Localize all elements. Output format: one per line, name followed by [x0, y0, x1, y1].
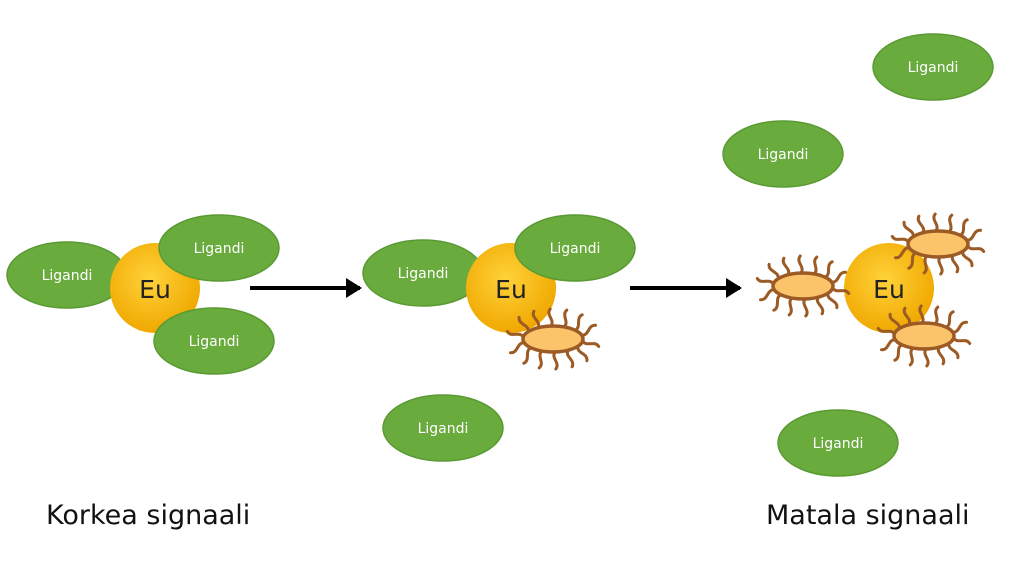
flagellum — [537, 349, 544, 370]
flagellum — [880, 338, 897, 352]
bacterium-icon — [505, 307, 601, 371]
arrow-head-icon — [346, 278, 362, 298]
arrow-head-icon — [726, 278, 742, 298]
caption-high-signal: Korkea signaali — [46, 500, 251, 531]
flagellum — [830, 270, 847, 284]
ligand-label: Ligandi — [189, 334, 240, 350]
bacterium-icon — [876, 304, 972, 368]
flagellum — [547, 307, 554, 328]
flagellum — [767, 262, 780, 281]
bacterium-body — [771, 271, 835, 301]
flagellum — [893, 343, 904, 362]
flagellum — [781, 256, 791, 277]
ligand: Ligandi — [514, 214, 636, 282]
flagellum — [908, 346, 915, 367]
flagellum — [958, 218, 969, 237]
flagellum — [522, 346, 533, 365]
ligand: Ligandi — [362, 239, 484, 307]
flagellum — [923, 347, 930, 368]
flagellum — [580, 323, 597, 337]
complex-stage-1: Ligandi Eu Ligandi Ligandi — [6, 214, 280, 375]
flagellum — [933, 305, 940, 326]
flagellum — [951, 320, 968, 334]
flagellum — [562, 308, 569, 329]
flagellum — [576, 344, 589, 363]
europium-label: Eu — [873, 275, 905, 304]
ligand-label: Ligandi — [550, 241, 601, 257]
flagellum — [812, 255, 819, 276]
flagellum — [961, 249, 974, 268]
complex-stage-2: Ligandi Eu Ligandi — [362, 214, 636, 371]
ligand-free: Ligandi — [777, 409, 899, 477]
ligand-label: Ligandi — [758, 147, 809, 163]
ligand: Ligandi — [158, 214, 280, 282]
flagellum — [802, 297, 809, 318]
ligand-label: Ligandi — [908, 60, 959, 76]
flagellum — [965, 228, 982, 242]
flagellum — [509, 341, 526, 355]
ligand-label: Ligandi — [813, 436, 864, 452]
europium-ion: Eu — [844, 243, 934, 333]
flagellum — [826, 291, 839, 310]
flagellum — [950, 253, 960, 274]
bacterium-icon — [755, 254, 851, 318]
ligand-free: Ligandi — [722, 120, 844, 188]
ligand-label: Ligandi — [418, 421, 469, 437]
flagellum — [552, 350, 559, 371]
bacterium-body — [521, 324, 585, 354]
ligand-label: Ligandi — [42, 268, 93, 284]
bacterium-icon — [890, 212, 986, 276]
ligand-free: Ligandi — [872, 33, 994, 101]
europium-label: Eu — [139, 275, 171, 304]
ligand-label: Ligandi — [194, 241, 245, 257]
bacterium-body — [892, 321, 956, 351]
flagellum — [936, 345, 946, 366]
flagellum — [947, 341, 960, 360]
ligand-free: Ligandi — [382, 394, 504, 462]
bacterium-body — [906, 229, 970, 259]
flagellum — [772, 293, 783, 312]
flagellum — [565, 348, 575, 369]
flagellum — [797, 254, 804, 275]
flagellum — [937, 255, 944, 276]
flagellum — [952, 336, 972, 345]
ligand: Ligandi — [153, 307, 275, 375]
flagellum — [947, 213, 954, 234]
flagellum — [787, 296, 794, 317]
caption-low-signal: Matala signaali — [766, 500, 970, 531]
flagellum — [916, 214, 926, 235]
ligand: Ligandi — [6, 241, 128, 309]
europium-label: Eu — [495, 275, 527, 304]
complex-stage-3: Eu — [755, 212, 986, 368]
flagellum — [890, 235, 910, 244]
ligand-label: Ligandi — [398, 266, 449, 282]
flagellum — [755, 277, 775, 286]
flagellum — [932, 212, 939, 233]
flagellum — [573, 313, 584, 332]
flagellum — [966, 244, 986, 253]
flagellum — [815, 295, 825, 316]
flagellum — [902, 220, 915, 239]
flagellum — [759, 288, 776, 302]
flagellum — [581, 339, 601, 348]
flagellum — [944, 310, 955, 329]
flagellum — [823, 260, 834, 279]
flagellum — [922, 254, 929, 275]
